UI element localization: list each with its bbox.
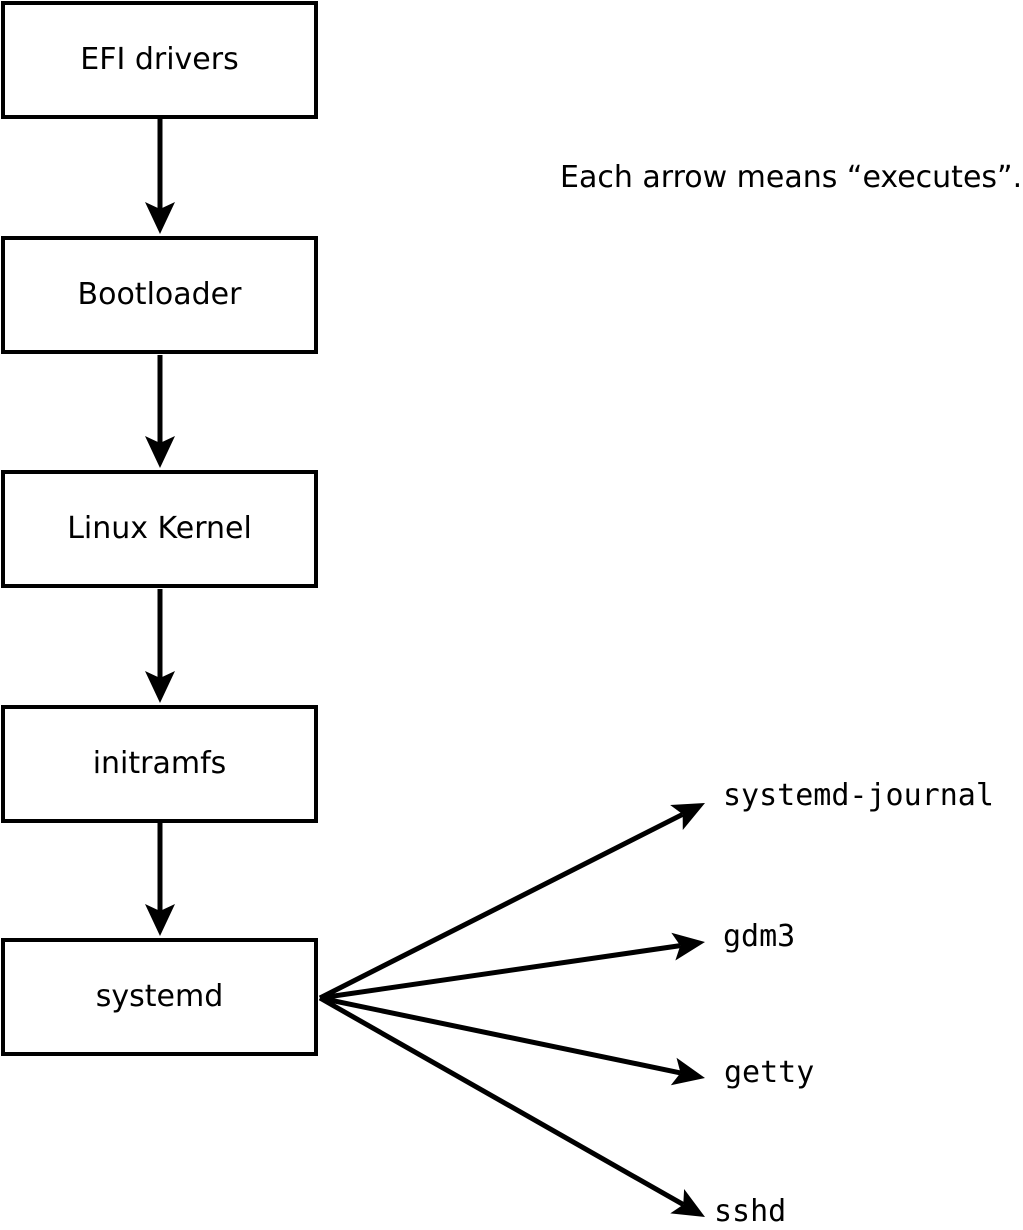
node-initramfs: initramfs — [1, 705, 318, 823]
node-label-initramfs: initramfs — [92, 746, 227, 781]
node-label-linux-kernel: Linux Kernel — [67, 511, 252, 546]
arrow-systemd-to-sshd — [318, 995, 705, 1217]
node-label-systemd: systemd — [95, 979, 224, 1014]
arrow-systemd-to-journal — [318, 803, 705, 1001]
arrow-bootloader-to-kernel — [145, 355, 175, 468]
arrowhead-icon — [145, 202, 175, 234]
arrowhead-icon — [670, 1189, 705, 1217]
process-label-gdm3: gdm3 — [723, 919, 796, 954]
process-label-getty: getty — [724, 1055, 815, 1090]
arrow-initramfs-to-systemd — [145, 822, 175, 936]
arrow-systemd-to-getty — [319, 995, 705, 1086]
arrowhead-icon — [145, 904, 175, 936]
arrowhead-icon — [670, 803, 705, 830]
arrowhead-icon — [145, 671, 175, 703]
arrowhead-icon — [145, 436, 175, 468]
process-label-sshd: sshd — [714, 1194, 787, 1229]
arrow-efi-to-bootloader — [145, 119, 175, 234]
node-systemd: systemd — [1, 938, 318, 1056]
arrowhead-icon — [671, 932, 705, 961]
arrowhead-icon — [670, 1057, 705, 1086]
node-label-efi-drivers: EFI drivers — [80, 42, 239, 77]
caption-arrow-meaning: Each arrow means “executes”. — [560, 160, 1023, 195]
node-bootloader: Bootloader — [1, 236, 318, 354]
node-linux-kernel: Linux Kernel — [1, 470, 318, 588]
process-label-systemd-journal: systemd-journal — [723, 778, 994, 813]
node-efi-drivers: EFI drivers — [1, 1, 318, 119]
arrow-systemd-to-gdm3 — [319, 932, 705, 1001]
node-label-bootloader: Bootloader — [77, 277, 242, 312]
arrow-kernel-to-initramfs — [145, 589, 175, 703]
